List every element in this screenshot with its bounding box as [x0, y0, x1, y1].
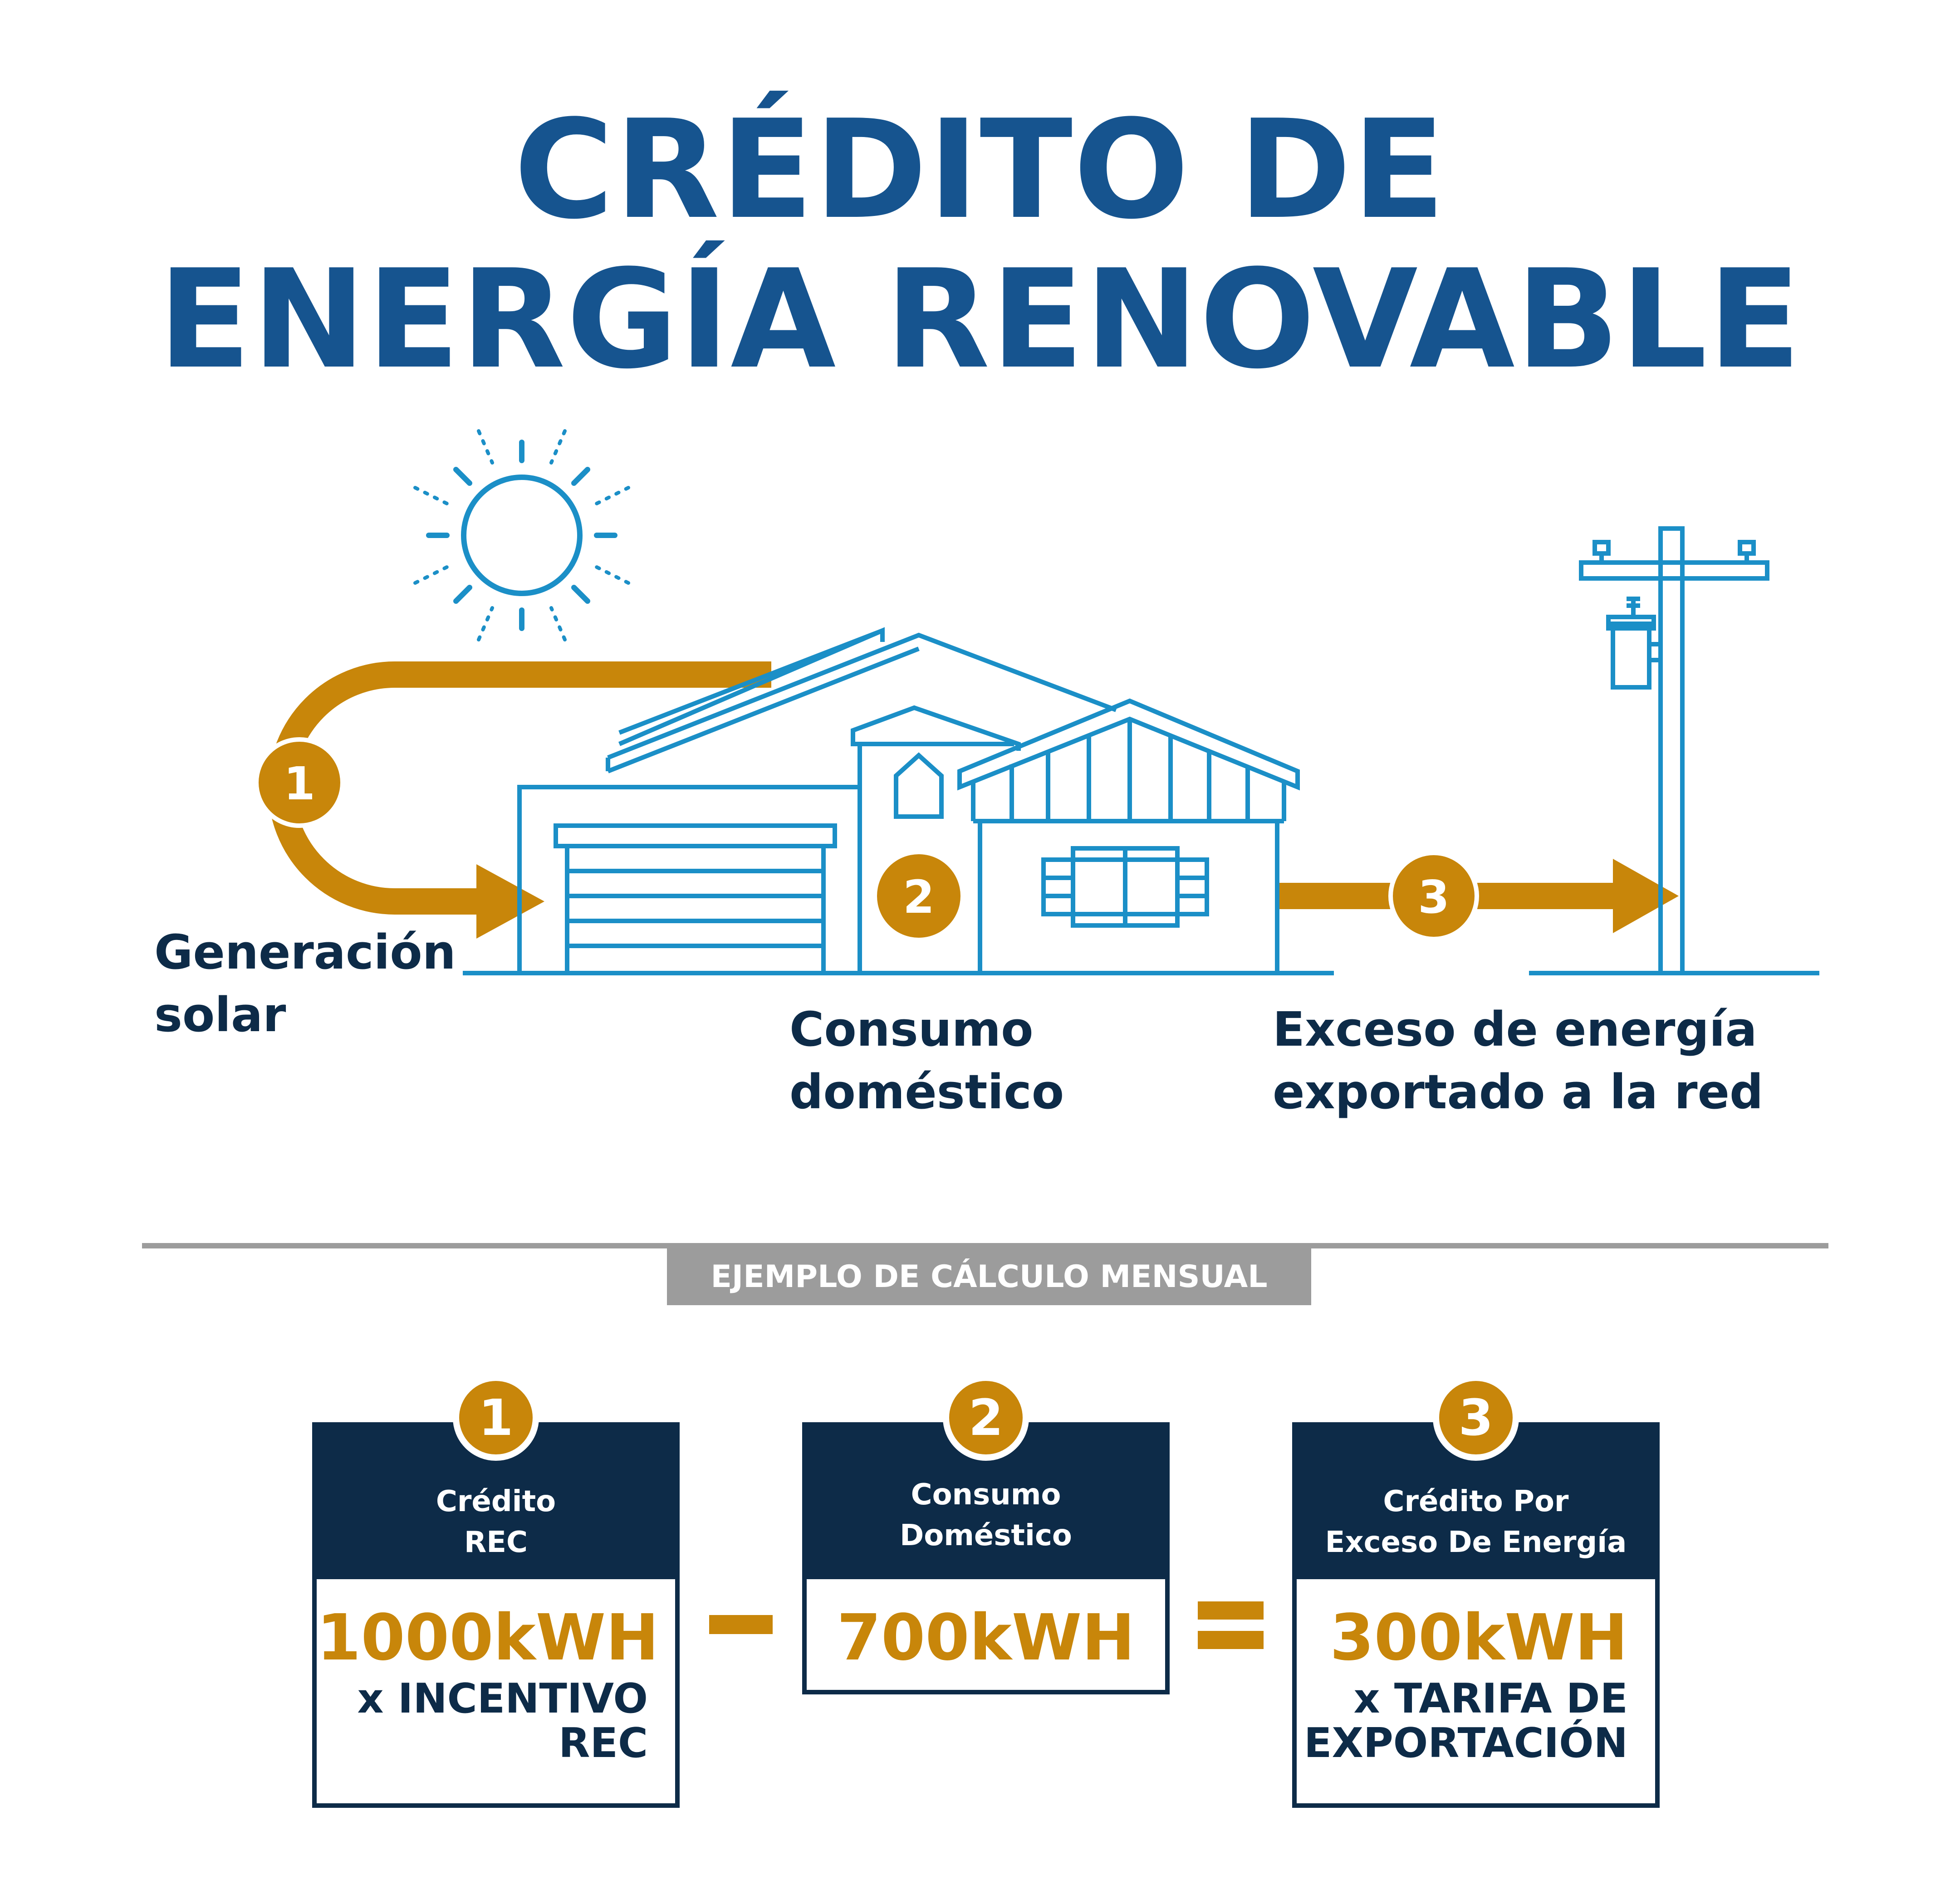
example-banner: EJEMPLO DE CÁLCULO MENSUAL: [667, 1248, 1311, 1305]
step-badge-1: 1: [254, 737, 345, 828]
svg-text:3: 3: [1418, 871, 1450, 924]
card-badge-1: 1: [453, 1375, 539, 1461]
step-badge-3: 3: [1388, 851, 1479, 941]
minus-operator: [709, 1615, 773, 1634]
arrow-head-1: [476, 864, 544, 939]
utility-pole-icon: [1579, 526, 1769, 975]
title-line-1: CRÉDITO DE: [514, 91, 1446, 249]
step-label-solar-generation: Generación solar: [154, 925, 456, 1043]
card-multiplier: x TARIFA DE EXPORTACIÓN: [1303, 1675, 1628, 1767]
sun-icon: [413, 429, 630, 641]
card-value: 700kWH: [837, 1601, 1135, 1675]
card-badge-3: 3: [1433, 1375, 1519, 1461]
house-icon: [517, 627, 1300, 975]
card-badge-2: 2: [943, 1375, 1029, 1461]
svg-text:2: 2: [903, 871, 935, 924]
step-badge-2: 2: [877, 854, 960, 938]
step-label-home-consumption: Consumo doméstico: [789, 1002, 1064, 1120]
svg-text:1: 1: [284, 757, 315, 810]
step-label-grid-export: Exceso de energía exportado a la red: [1273, 1002, 1764, 1120]
arrow-head-3: [1613, 859, 1679, 933]
card-value: 300kWH: [1330, 1601, 1628, 1675]
card-rec-credit: Crédito REC 1000kWH x INCENTIVO REC: [312, 1422, 680, 1808]
card-value: 1000kWH: [317, 1601, 659, 1675]
card-header: Consumo Doméstico: [807, 1427, 1165, 1579]
section-divider: [142, 1243, 1828, 1248]
card-excess-energy-credit: Crédito Por Exceso De Energía 300kWH x T…: [1292, 1422, 1660, 1808]
card-multiplier: x INCENTIVO REC: [357, 1675, 648, 1767]
page-title: CRÉDITO DE ENERGÍA RENOVABLE: [0, 95, 1960, 395]
title-line-2: ENERGÍA RENOVABLE: [158, 240, 1802, 399]
card-home-consumption: Consumo Doméstico 700kWH: [802, 1422, 1170, 1694]
